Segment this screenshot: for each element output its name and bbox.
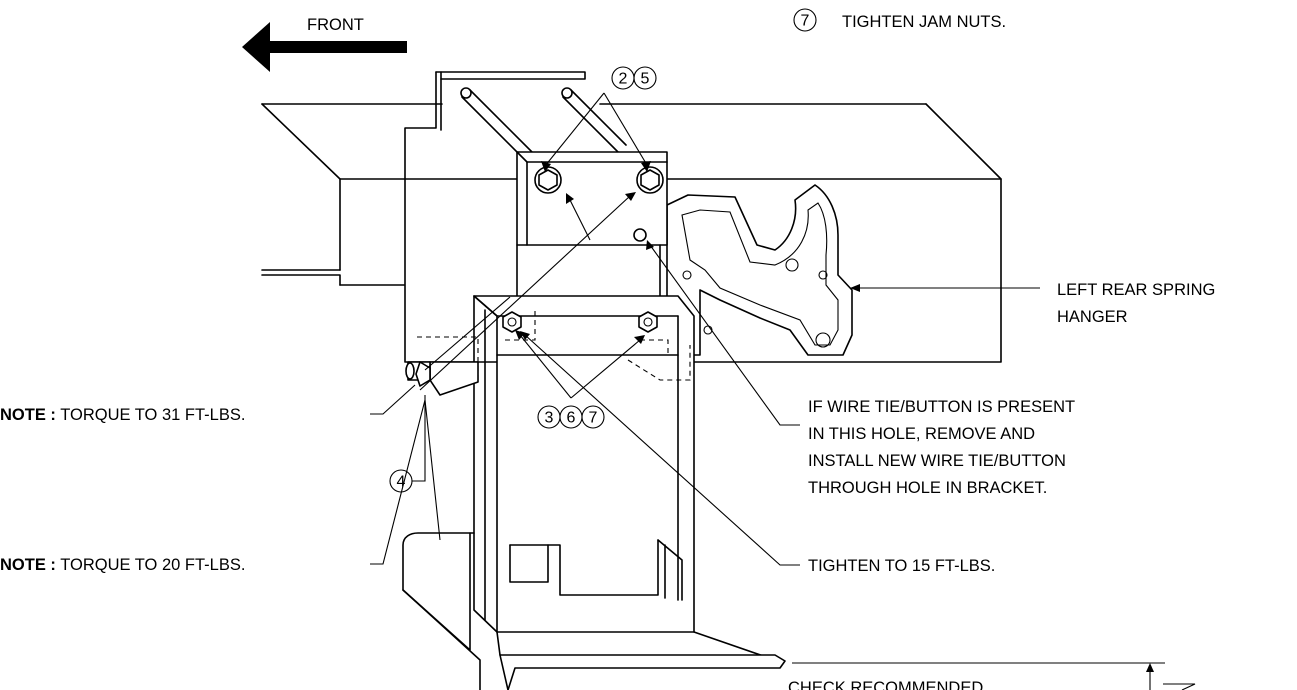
base-angle [402,532,786,690]
callout-3-6-7: 3 6 7 [515,330,645,429]
tighten-15-text: TIGHTEN TO 15 FT-LBS. [808,557,995,575]
callout-number: 5 [641,71,650,88]
callout-number: 2 [619,71,628,88]
upper-bolt-right [636,166,664,194]
callout-4: 4 [389,395,426,493]
front-label: FRONT [307,16,364,34]
spring-hanger [666,184,853,356]
step-callout-circle [793,8,817,32]
frame-rail [261,103,1002,363]
wire-tie-text-line3: INSTALL NEW WIRE TIE/BUTTON [808,452,1066,470]
callout-2-5: 2 5 [541,66,657,172]
u-bolt-clamp [440,71,627,169]
step-callout-number: 7 [801,13,810,30]
upper-bracket [516,151,668,301]
callout-number: 4 [397,474,406,491]
note-torque-31: NOTE : TORQUE TO 31 FT-LBS. [0,406,245,424]
rear-plate [404,71,442,363]
lower-bolt-left [502,311,522,333]
callout-number: 6 [567,410,576,427]
tighten-15-leader [524,334,800,566]
note-prefix: NOTE : [0,406,56,424]
dimension-indicator [792,662,1196,690]
wire-tie-leader [649,244,800,426]
note-31-leader [370,384,416,415]
note-text: TORQUE TO 20 FT-LBS. [56,556,246,574]
spring-hanger-label-line2: HANGER [1057,308,1128,326]
front-arrow-icon [242,22,407,72]
wire-tie-text-line4: THROUGH HOLE IN BRACKET. [808,479,1047,497]
check-recommended-text: CHECK RECOMMENDED [788,679,983,690]
callout-number: 7 [589,410,598,427]
upper-bolt-left [534,166,562,194]
note-text: TORQUE TO 31 FT-LBS. [56,406,246,424]
main-bracket [473,295,695,633]
callout-number: 3 [545,410,554,427]
torque-leader-lines [419,192,636,391]
wire-tie-text-line2: IN THIS HOLE, REMOVE AND [808,425,1035,443]
note-torque-20: NOTE : TORQUE TO 20 FT-LBS. [0,556,245,574]
step-note-text: TIGHTEN JAM NUTS. [842,13,1006,31]
spring-hanger-label-line1: LEFT REAR SPRING [1057,281,1215,299]
note-prefix: NOTE : [0,556,56,574]
lower-bolt-right [638,311,658,333]
wire-tie-text-line1: IF WIRE TIE/BUTTON IS PRESENT [808,398,1075,416]
wire-tie-hole [633,228,647,242]
note-20-leader [370,399,441,565]
